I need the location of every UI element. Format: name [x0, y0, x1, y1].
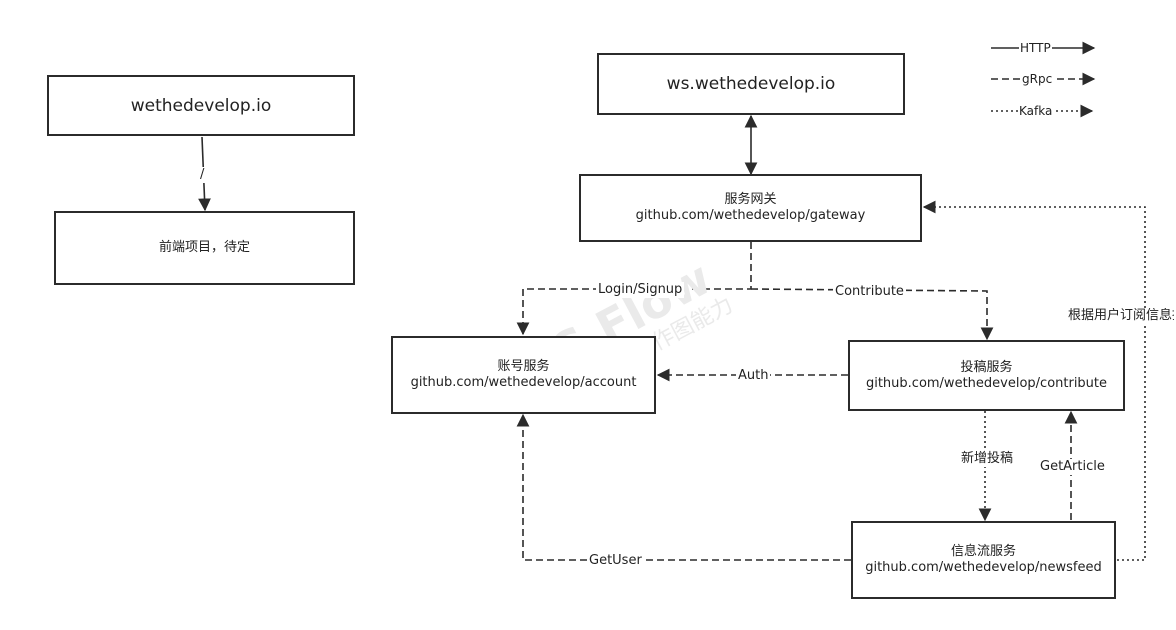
node-frontend-domain-label: wethedevelop.io [130, 95, 272, 116]
node-frontend-project-label: 前端项目，待定 [158, 240, 250, 255]
legend-http-label: HTTP [1019, 41, 1052, 55]
node-gateway: 服务网关 github.com/wethedevelop/gateway [579, 174, 922, 242]
node-account-title: 账号服务 [497, 359, 550, 374]
edge-label-frontend-path: / [198, 167, 207, 183]
node-contribute-title: 投稿服务 [960, 359, 1013, 375]
edge-get-user [516, 413, 851, 561]
node-ws-domain: ws.wethedevelop.io [597, 53, 905, 115]
node-account-repo: github.com/wethedevelop/account [410, 375, 637, 390]
node-ws-domain-label: ws.wethedevelop.io [666, 74, 836, 94]
legend-grpc-label: gRpc [1021, 72, 1054, 86]
edge-label-get-user: GetUser [587, 553, 644, 569]
node-account: 账号服务 github.com/wethedevelop/account [391, 336, 656, 414]
edge-label-get-article: GetArticle [1038, 459, 1107, 475]
node-newsfeed-title: 信息流服务 [950, 544, 1016, 559]
node-gateway-title: 服务网关 [724, 192, 777, 207]
edge-contribute [750, 288, 994, 341]
node-contribute-repo: github.com/wethedevelop/contribute [865, 375, 1108, 391]
edge-label-auth: Auth [736, 368, 771, 384]
node-newsfeed: 信息流服务 github.com/wethedevelop/newsfeed [851, 521, 1116, 599]
edge-subscription-push [922, 200, 1146, 561]
edge-label-contribute: Contribute [833, 284, 906, 300]
edge-label-login: Login/Signup [596, 282, 685, 298]
node-contribute: 投稿服务 github.com/wethedevelop/contribute [848, 340, 1125, 411]
node-gateway-repo: github.com/wethedevelop/gateway [635, 208, 866, 223]
edge-label-new-post: 新增投稿 [959, 451, 1016, 467]
legend-kafka-label: Kafka [1018, 104, 1054, 118]
node-frontend-domain: wethedevelop.io [47, 75, 355, 136]
node-newsfeed-repo: github.com/wethedevelop/newsfeed [865, 560, 1102, 575]
node-frontend-project: 前端项目，待定 [54, 211, 355, 285]
edge-label-subscription-push: 根据用户订阅信息推 [1066, 308, 1174, 324]
